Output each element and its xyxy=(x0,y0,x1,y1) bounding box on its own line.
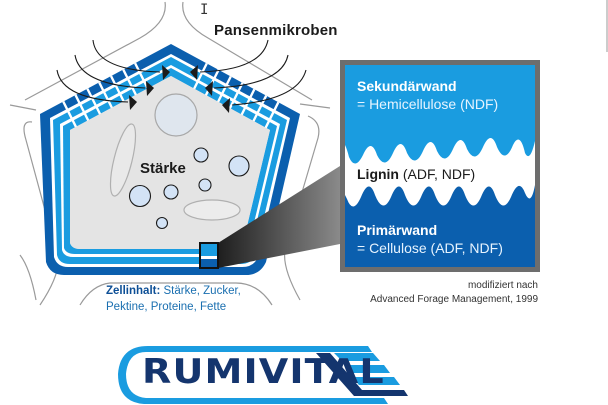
cell-content-line2: Pektine, Proteine, Fette xyxy=(106,301,227,313)
primary-wall-label: Primärwand = Cellulose (ADF, NDF) xyxy=(357,221,503,257)
logo-text: RUMIVITAL xyxy=(142,352,385,392)
nucleus xyxy=(154,93,198,137)
source-line1: modifiziert nach xyxy=(467,280,538,291)
cell-content-caption: Zellinhalt: Stärke, Zucker, Pektine, Pro… xyxy=(106,283,286,315)
logo-swoosh-icon xyxy=(118,346,408,404)
wall-layers-graphic xyxy=(345,65,535,267)
zoom-funnel xyxy=(218,166,340,268)
primary-wall-title: Primärwand xyxy=(357,222,438,238)
text-cursor-icon: I xyxy=(200,2,209,18)
secondary-wall-label: Sekundärwand = Hemicellulose (NDF) xyxy=(357,77,498,113)
lignin-subtitle: (ADF, NDF) xyxy=(402,166,476,182)
microbes-label: Pansenmikroben xyxy=(214,22,338,39)
primary-wall-subtitle: = Cellulose (ADF, NDF) xyxy=(357,240,503,256)
rumivital-logo: RUMIVITAL xyxy=(118,344,498,405)
vacuole-left xyxy=(109,123,137,197)
source-citation: modifiziert nach Advanced Forage Managem… xyxy=(352,279,538,307)
starch-label: Stärke xyxy=(140,160,186,177)
microbe-arrows xyxy=(56,39,307,106)
organelles xyxy=(109,93,250,230)
cell-content-line1: Stärke, Zucker, xyxy=(163,285,241,297)
cell-wall-zoom-panel: Sekundärwand = Hemicellulose (NDF) Ligni… xyxy=(340,60,540,272)
starch-granules xyxy=(128,147,250,230)
source-line2: Advanced Forage Management, 1999 xyxy=(370,294,538,305)
lignin-title: Lignin xyxy=(357,166,399,182)
lignin-label: Lignin (ADF, NDF) xyxy=(357,165,475,183)
cell-content-heading: Zellinhalt: xyxy=(106,285,161,297)
arrowhead-icons xyxy=(129,65,230,113)
secondary-wall-title: Sekundärwand xyxy=(357,78,457,94)
vacuole-bottom xyxy=(183,199,241,221)
secondary-wall-subtitle: = Hemicellulose (NDF) xyxy=(357,96,499,112)
